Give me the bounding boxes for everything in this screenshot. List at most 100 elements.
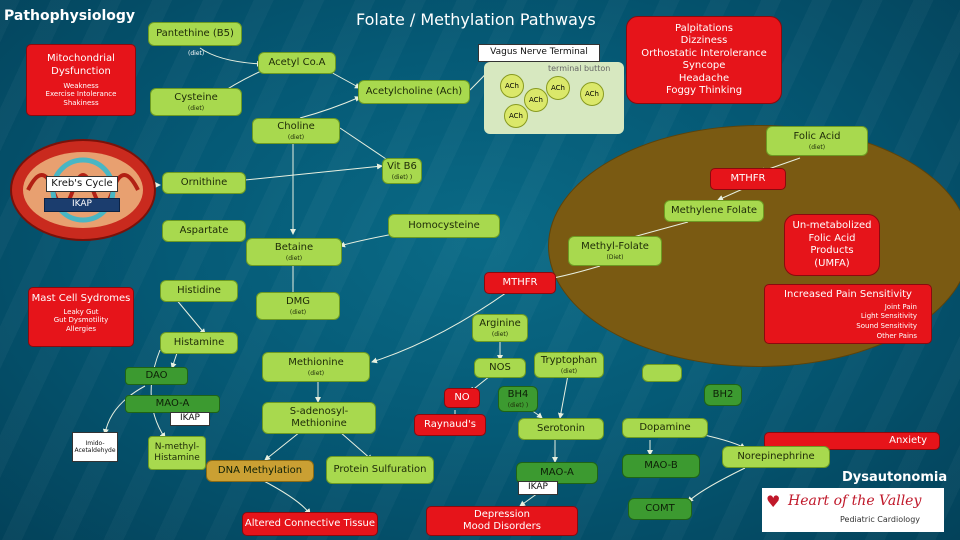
arrow-pantethine-acetylcoa — [199, 47, 263, 67]
mthfr-mid-box: MTHFR — [484, 272, 556, 294]
palpitations-box: Palpitations Dizziness Orthostatic Inter… — [626, 16, 782, 104]
bh4-box: BH4 (diet) ) — [498, 386, 538, 412]
pain-item-sound: Sound Sensitivity — [856, 322, 917, 331]
umfa-line-1: Un-metabolized — [792, 220, 872, 231]
umfa-box: Un-metabolized Folic Acid Products (UMFA… — [784, 214, 880, 276]
pain-item-joint: Joint Pain — [884, 302, 917, 311]
heart-icon: ♥ — [766, 492, 781, 511]
n-methyl-histamine-box: N-methyl-Histamine — [148, 436, 206, 470]
pain-item-light: Light Sensitivity — [860, 312, 917, 321]
arrow-histamine-nmethyl — [150, 349, 166, 439]
altered-connective-tissue-box: Altered Connective Tissue — [242, 512, 378, 536]
arrow-sam-protein — [339, 431, 373, 461]
choline-box: Choline (diet) — [252, 118, 340, 144]
mito-symptom-weakness: Weakness — [63, 82, 99, 90]
norepinephrine-box: Norepinephrine — [722, 446, 830, 468]
comt-box: COMT — [628, 498, 692, 520]
arrow-dao-imido — [102, 385, 146, 435]
pain-sensitivity-box: Increased Pain Sensitivity Joint Pain Li… — [764, 284, 932, 344]
methylene-folate-box: Methylene Folate — [664, 200, 764, 222]
mast-cell-label: Mast Cell Sydromes — [31, 293, 131, 304]
nos-box: NOS — [474, 358, 526, 378]
dao-box: DAO — [125, 367, 188, 385]
symptom-dizziness: Dizziness — [680, 35, 728, 46]
methyl-folate-label: Methyl-Folate — [581, 241, 649, 252]
vit-b6-tag: (diet) ) — [391, 173, 413, 181]
logo-sub-text: Pediatric Cardiology — [840, 515, 921, 524]
sam-box: S-adenosyl-Methionine — [262, 402, 376, 434]
cysteine-box: Cysteine (diet) — [150, 88, 242, 116]
mao-b-box: MAO-B — [622, 454, 700, 478]
ach-vesicle: ACh — [504, 104, 528, 128]
tryptophan-box: Tryptophan (diet) — [534, 352, 604, 378]
pain-title: Increased Pain Sensitivity — [784, 289, 912, 300]
imidazole-box: Imido-Acetaldehyde — [72, 432, 118, 462]
dmg-tag: (diet) — [289, 308, 307, 316]
pantethine-tag: (diet) — [188, 50, 205, 57]
mito-symptoms: Weakness Exercise Intolerance Shakiness — [46, 82, 117, 107]
choline-tag: (diet) — [287, 133, 305, 141]
acetyl-coa-box: Acetyl Co.A — [258, 52, 336, 74]
tetrahydro-partial-box — [642, 364, 682, 382]
umfa-line-4: (UMFA) — [814, 257, 850, 269]
methyl-folate-tag: (Diet) — [606, 253, 624, 261]
arrow-mthfr-methionine — [371, 289, 511, 364]
mthfr-top-box: MTHFR — [710, 168, 786, 190]
pain-item-other: Other Pains — [876, 331, 917, 340]
bh4-tag: (diet) ) — [507, 401, 529, 409]
arginine-tag: (diet) — [491, 330, 509, 338]
mast-symptom-allergies: Allergies — [65, 325, 97, 333]
folic-acid-label: Folic Acid — [793, 131, 841, 142]
methionine-label: Methionine — [288, 357, 344, 368]
cysteine-label: Cysteine — [174, 92, 218, 103]
arrow-histidine-histamine — [174, 297, 206, 335]
krebs-cycle-box: Kreb's Cycle — [46, 176, 118, 192]
serotonin-box: Serotonin — [518, 418, 604, 440]
histamine-box: Histamine — [160, 332, 238, 354]
folic-acid-box: Folic Acid (diet) — [766, 126, 868, 156]
choline-label: Choline — [277, 121, 315, 132]
tryptophan-label: Tryptophan — [540, 355, 598, 366]
anxiety-box: Anxiety — [764, 432, 940, 450]
bh4-label: BH4 — [507, 389, 529, 400]
umfa-line-3: Products — [810, 245, 854, 256]
ikap-low-box: IKAP — [518, 481, 558, 495]
depression-label: Depression — [474, 508, 530, 520]
mast-cell-box: Mast Cell Sydromes Leaky Gut Gut Dysmoti… — [28, 287, 134, 347]
symptom-headache: Headache — [678, 72, 730, 84]
ikap-mid-box: IKAP — [170, 412, 210, 426]
arrow-dna-altered — [261, 479, 311, 515]
ikap-top-box: IKAP — [44, 198, 120, 212]
symptom-foggy: Foggy Thinking — [665, 85, 743, 96]
dopamine-box: Dopamine — [622, 418, 708, 438]
betaine-label: Betaine — [274, 242, 314, 253]
arginine-box: Arginine (diet) — [472, 314, 528, 342]
arrow-tryptophan-serotonin — [557, 374, 569, 419]
methionine-tag: (diet) — [307, 369, 325, 377]
main-title: Folate / Methylation Pathways — [356, 10, 596, 29]
acetylcholine-box: Acetylcholine (Ach) — [358, 80, 470, 104]
betaine-box: Betaine (diet) — [246, 238, 342, 266]
ornithine-box: Ornithine — [162, 172, 246, 194]
symptom-palpitations: Palpitations — [674, 22, 734, 34]
vagus-nerve-box: Vagus Nerve Terminal — [478, 44, 600, 62]
dmg-box: DMG (diet) — [256, 292, 340, 320]
logo-main-text: Heart of the Valley — [788, 493, 922, 509]
pain-items: Joint Pain Light Sensitivity Sound Sensi… — [856, 303, 931, 342]
protein-sulfuration-box: Protein Sulfuration — [326, 456, 434, 484]
vagus-illustration: terminal button ACh ACh ACh ACh ACh — [484, 62, 624, 134]
mast-symptoms: Leaky Gut Gut Dysmotility Allergies — [54, 308, 109, 334]
mito-symptom-exercise: Exercise Intolerance — [45, 90, 117, 99]
symptom-orthostatic: Orthostatic Interolerance — [641, 47, 767, 59]
mast-symptom-gut: Gut Dysmotility — [53, 316, 109, 325]
arginine-label: Arginine — [479, 318, 521, 329]
mast-symptom-leaky: Leaky Gut — [63, 307, 99, 316]
betaine-tag: (diet) — [285, 254, 303, 262]
mitochondrial-dysfunction-box: Mitochondrial Dysfunction Weakness Exerc… — [26, 44, 136, 116]
mito-symptom-shakiness: Shakiness — [63, 98, 99, 107]
arrow-ornithine-vitb6 — [244, 163, 383, 181]
folic-acid-tag: (diet) — [808, 143, 826, 151]
homocysteine-box: Homocysteine — [388, 214, 500, 238]
tryptophan-tag: (diet) — [560, 367, 578, 375]
